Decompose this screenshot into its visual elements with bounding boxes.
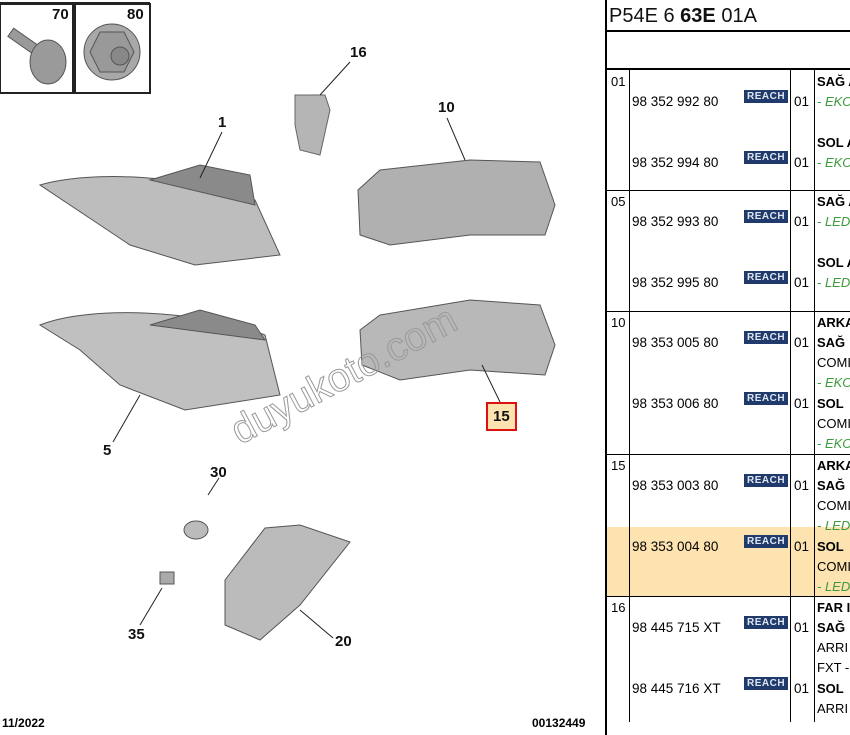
ref-number: 10 [611,315,626,330]
description-line: - EKO [817,94,850,109]
group-heading: ARKA [817,458,850,473]
description-line: - EKO [817,436,850,451]
description-line: - LED [817,518,850,533]
callout-35[interactable]: 35 [128,626,145,643]
part-row[interactable]: 98 352 995 80 REACH 01 SOL A - LED [607,255,850,295]
callout-16[interactable]: 16 [350,44,367,61]
description-line: COMI [817,559,850,574]
parts-diagram: duyukoto.com 70 80 16 1 10 5 15 30 35 20… [0,2,586,730]
description-line: SOL A [817,255,850,270]
diagram-ref-code: 00132449 [532,716,586,730]
description-line: SOL A [817,135,850,150]
callout-15-highlighted[interactable]: 15 [486,402,517,431]
description-line: SOL [817,681,844,696]
description-line: SAĞ [817,335,846,350]
callout-30[interactable]: 30 [210,464,227,481]
quantity: 01 [794,335,810,350]
reach-badge: REACH [744,331,789,344]
description-line: SOL [817,539,844,554]
quantity: 01 [794,94,810,109]
part-row[interactable]: 98 352 993 80 REACH 01 SAĞ A - LED [607,194,850,234]
quantity: 01 [794,539,810,554]
part-number[interactable]: 98 353 006 80 [632,396,719,411]
description-line: - LED [817,214,850,229]
quantity: 01 [794,396,810,411]
callout-70[interactable]: 70 [52,6,69,23]
reach-badge: REACH [744,392,789,405]
quantity: 01 [794,155,810,170]
description-line: - LED [817,275,850,290]
reach-badge: REACH [744,210,789,223]
part-number[interactable]: 98 352 992 80 [632,94,719,109]
description-line: SAĞ A [817,194,850,209]
part-number[interactable]: 98 353 005 80 [632,335,719,350]
description-line: ARRI [817,640,849,655]
part-number[interactable]: 98 353 004 80 [632,539,719,554]
part-number[interactable]: 98 352 994 80 [632,155,719,170]
reach-badge: REACH [744,151,789,164]
screw-icon [7,27,67,85]
quantity: 01 [794,478,810,493]
description-line: SAĞ A [817,74,850,89]
reach-badge: REACH [744,616,789,629]
part-number[interactable]: 98 352 993 80 [632,214,719,229]
description-line: - LED [817,579,850,594]
ref-number: 05 [611,194,626,209]
description-line: COMI [817,355,850,370]
callout-5[interactable]: 5 [103,442,112,459]
ref-number: 16 [611,600,626,615]
part-row[interactable]: 98 352 992 80 REACH 01 SAĞ A - EKO [607,74,850,114]
quantity: 01 [794,681,810,696]
reach-badge: REACH [744,474,789,487]
ref-number: 01 [611,74,626,89]
nut-icon [83,23,141,81]
diagram-drawing: duyukoto.com [0,2,556,641]
description-line: COMI [817,498,850,513]
part-number[interactable]: 98 352 995 80 [632,275,719,290]
group-heading: FAR I [817,600,850,615]
part-row[interactable]: 98 445 715 XT REACH 01 SAĞ ARRI FXT - [607,616,850,675]
group-heading: ARKA [817,315,850,330]
ref-number: 15 [611,458,626,473]
quantity: 01 [794,214,810,229]
part-row[interactable]: 98 353 006 80 REACH 01 SOL COMI - EKO [607,392,850,451]
quantity: 01 [794,275,810,290]
callout-80[interactable]: 80 [127,6,144,23]
description-line: ARRI [817,701,849,716]
part-row[interactable]: 98 352 994 80 REACH 01 SOL A - EKO [607,135,850,175]
description-line: - EKO [817,375,850,390]
reach-badge: REACH [744,535,789,548]
quantity: 01 [794,620,810,635]
callout-10[interactable]: 10 [438,99,455,116]
diagram-date: 11/2022 [2,716,45,730]
part-row[interactable]: 98 353 005 80 REACH 01 SAĞ COMI - EKO [607,331,850,390]
reach-badge: REACH [744,677,789,690]
reach-badge: REACH [744,90,789,103]
part-number[interactable]: 98 353 003 80 [632,478,719,493]
panel-title: P54E 6 63E 01A [609,5,757,27]
part-row[interactable]: 98 445 716 XT REACH 01 SOL ARRI [607,677,850,716]
part-row[interactable]: 98 353 003 80 REACH 01 SAĞ COMI - LED [607,474,850,533]
reach-badge: REACH [744,271,789,284]
description-line: - EKO [817,155,850,170]
description-line: SOL [817,396,844,411]
callout-20[interactable]: 20 [335,633,352,650]
description-line: COMI [817,416,850,431]
part-number[interactable]: 98 445 715 XT [632,620,721,635]
description-line: SAĞ [817,620,846,635]
description-line: SAĞ [817,478,846,493]
part-number[interactable]: 98 445 716 XT [632,681,721,696]
callout-1[interactable]: 1 [218,114,227,131]
part-row[interactable]: 98 353 004 80 REACH 01 SOL COMI - LED [607,535,850,594]
description-line: FXT - [817,660,850,675]
